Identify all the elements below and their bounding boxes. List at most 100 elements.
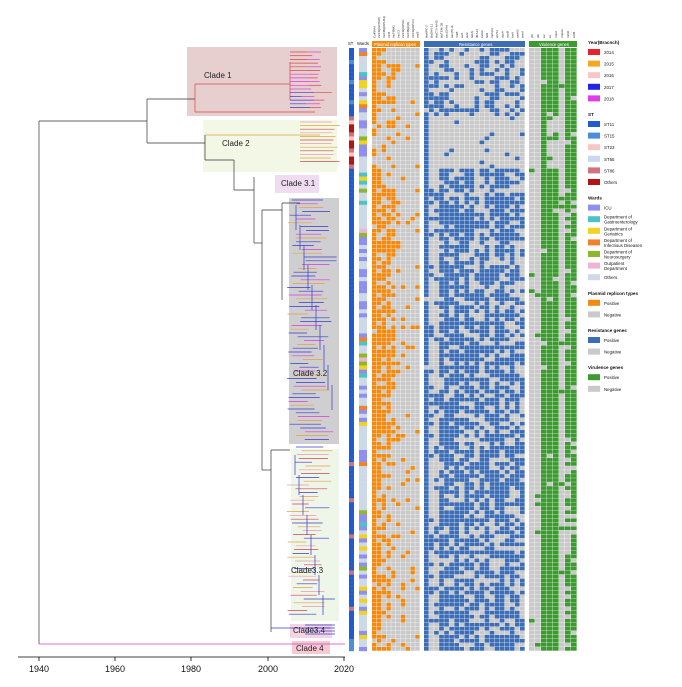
heatmap-cell [400, 522, 406, 527]
heatmap-cell [514, 586, 520, 591]
heatmap-cell [494, 562, 500, 567]
heatmap-cell [499, 538, 505, 543]
heatmap-cell [509, 482, 515, 486]
heatmap-cell [410, 534, 415, 539]
heatmap-cell [449, 240, 454, 245]
heatmap-cell [386, 277, 391, 281]
heatmap-cell [479, 538, 485, 543]
heatmap-cell [489, 514, 495, 519]
heatmap-cell [484, 570, 490, 575]
heatmap-cell [469, 341, 475, 346]
heatmap-cell [499, 273, 505, 277]
heatmap-cell [499, 341, 505, 346]
heatmap-cell [410, 297, 415, 301]
heatmap-cell [484, 244, 490, 249]
heatmap-cell [415, 104, 420, 108]
heatmap-cell [464, 429, 470, 434]
heatmap-cell [444, 558, 449, 563]
heatmap-cell [386, 550, 391, 555]
heatmap-cell [386, 546, 391, 551]
heatmap-cell [519, 104, 525, 108]
heatmap-cell [396, 397, 401, 402]
heatmap-cell [415, 164, 420, 169]
heatmap-cell [484, 506, 490, 510]
heatmap-cell [439, 188, 444, 193]
heatmap-cell [494, 176, 500, 181]
heatmap-cell [454, 377, 459, 382]
heatmap-cell [504, 96, 510, 100]
heatmap-cell [424, 325, 429, 330]
heatmap-cell [504, 518, 510, 523]
heatmap-cell [509, 413, 515, 418]
heatmap-cell [429, 558, 434, 563]
heatmap-cell [424, 60, 429, 64]
heatmap-cell [489, 466, 495, 470]
heatmap-cell [391, 393, 396, 398]
heatmap-cell [391, 590, 396, 595]
heatmap-cell [386, 96, 391, 100]
ward-cell [359, 289, 367, 294]
heatmap-cell [429, 353, 434, 358]
heatmap-cell [444, 309, 449, 314]
heatmap-cell [459, 602, 465, 607]
heatmap-cell [484, 393, 490, 398]
heatmap-cell [474, 128, 480, 133]
heatmap-cell [410, 124, 415, 129]
heatmap-cell [434, 421, 439, 426]
heatmap-cell [489, 313, 495, 318]
heatmap-cell [410, 353, 415, 358]
heatmap-cell [479, 76, 485, 80]
heatmap-cell [499, 614, 505, 619]
heatmap-cell [386, 224, 391, 229]
heatmap-cell [396, 196, 401, 201]
heatmap-cell [479, 337, 485, 342]
heatmap-cell [519, 365, 525, 370]
heatmap-cell [509, 450, 515, 454]
heatmap-cell [439, 626, 444, 631]
heatmap-cell [434, 48, 439, 52]
heatmap-cell [410, 84, 415, 88]
heatmap-cell [381, 196, 387, 201]
heatmap-cell [396, 373, 401, 378]
heatmap-cell [410, 204, 415, 209]
heatmap-cell [386, 437, 391, 442]
heatmap-cell [469, 506, 475, 510]
heatmap-cell [400, 164, 406, 169]
heatmap-cell [519, 550, 525, 555]
heatmap-cell [474, 393, 480, 398]
heatmap-cell [405, 188, 411, 193]
heatmap-cell [410, 68, 415, 72]
heatmap-cell [504, 289, 510, 293]
heatmap-cell [514, 474, 520, 478]
ward-cell [359, 478, 367, 483]
heatmap-cell [444, 281, 449, 285]
heatmap-cell [381, 421, 387, 426]
heatmap-cell [464, 164, 470, 169]
heatmap-cell [386, 433, 391, 438]
heatmap-cell [396, 333, 401, 338]
heatmap-cell [489, 128, 495, 133]
heatmap-cell [372, 285, 377, 289]
heatmap-cell [479, 562, 485, 567]
heatmap-cell [424, 257, 429, 261]
heatmap-cell [396, 470, 401, 474]
heatmap-cell [459, 429, 465, 434]
heatmap-cell [514, 353, 520, 358]
heatmap-cell [410, 586, 415, 591]
heatmap-cell [514, 80, 520, 84]
heatmap-cell [519, 546, 525, 551]
ward-cell [359, 526, 367, 531]
heatmap-cell [391, 116, 396, 121]
heatmap-cell [400, 610, 406, 615]
heatmap-cell [454, 498, 459, 502]
heatmap-cell [504, 88, 510, 92]
heatmap-cell [509, 124, 515, 129]
heatmap-cell [405, 397, 411, 402]
ward-cell [359, 437, 367, 443]
heatmap-cell [415, 413, 420, 418]
heatmap-cell [449, 184, 454, 189]
heatmap-cell [381, 273, 387, 277]
heatmap-cell [410, 172, 415, 177]
heatmap-cell [464, 534, 470, 539]
heatmap-cell [372, 289, 377, 293]
